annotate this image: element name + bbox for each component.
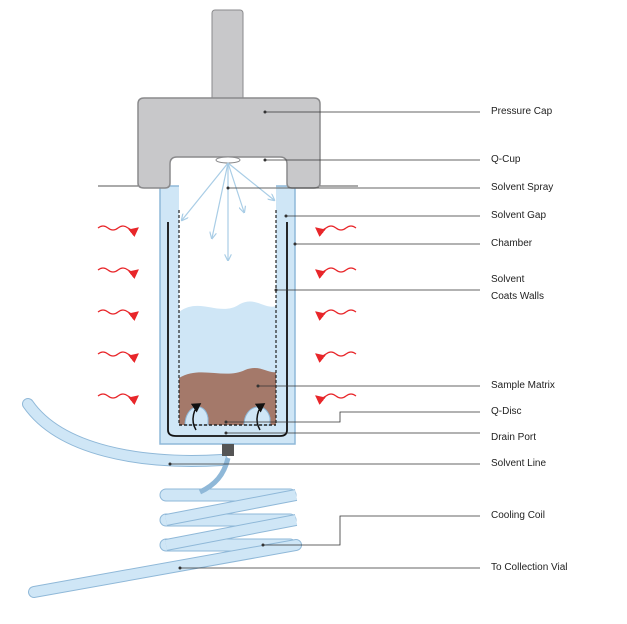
leader-lines [170, 111, 480, 569]
label-cooling-coil: Cooling Coil [491, 510, 545, 521]
label-to-collection-vial: To Collection Vial [491, 562, 568, 573]
solvent-spray [182, 162, 274, 260]
label-pressure-cap: Pressure Cap [491, 106, 553, 117]
label-solvent-coats-walls-line2: Coats Walls [491, 291, 544, 302]
cap-stem [211, 9, 244, 103]
label-chamber: Chamber [491, 238, 533, 249]
heat-arrows-right [315, 225, 357, 405]
label-solvent-spray: Solvent Spray [491, 182, 554, 193]
label-drain-port: Drain Port [491, 432, 537, 443]
q-cup [215, 156, 241, 164]
pressure-cap [137, 97, 321, 189]
label-q-cup: Q-Cup [491, 154, 521, 165]
label-solvent-coats-walls-line1: Solvent [491, 274, 525, 285]
label-sample-matrix: Sample Matrix [491, 380, 555, 391]
drain-port [222, 444, 234, 456]
cooling-coil [159, 457, 298, 552]
label-q-disc: Q-Disc [491, 406, 522, 417]
label-solvent-line: Solvent Line [491, 458, 547, 469]
heat-arrows-left [97, 225, 139, 405]
label-solvent-gap: Solvent Gap [491, 210, 547, 221]
